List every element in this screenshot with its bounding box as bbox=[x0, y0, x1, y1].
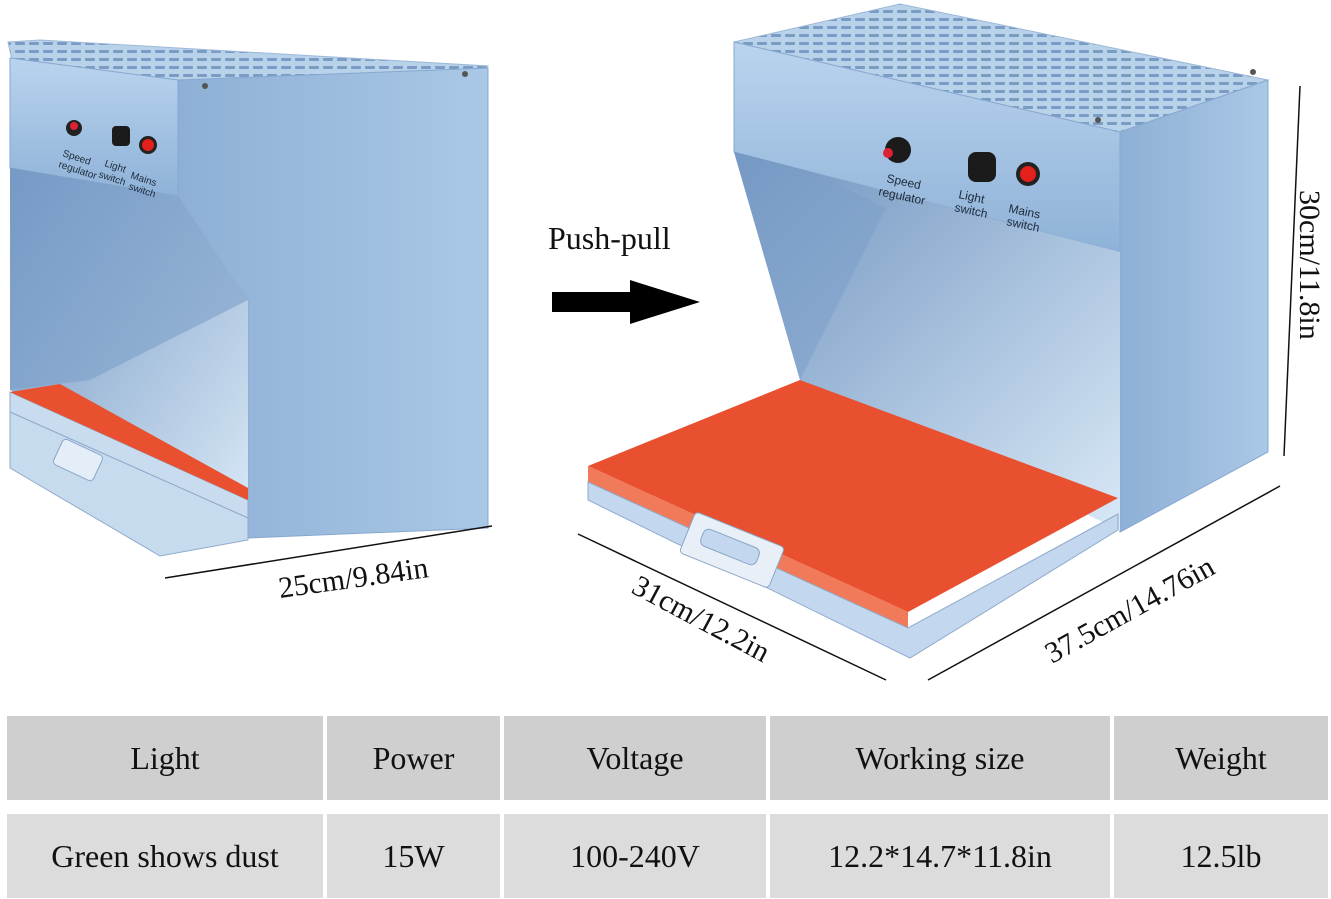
header-power: Power bbox=[327, 716, 500, 800]
value-weight: 12.5lb bbox=[1114, 814, 1328, 898]
right-label-mains: Mains bbox=[1007, 201, 1041, 221]
right-side-panel bbox=[1119, 79, 1269, 533]
push-pull-label: Push-pull bbox=[548, 220, 671, 256]
value-working-size: 12.2*14.7*11.8in bbox=[770, 814, 1110, 898]
right-light-switch bbox=[968, 152, 996, 182]
header-weight: Weight bbox=[1114, 716, 1328, 800]
value-voltage: 100-240V bbox=[504, 814, 766, 898]
left-red-mat bbox=[10, 384, 248, 500]
header-light: Light bbox=[7, 716, 323, 800]
right-label-light-switch: switch bbox=[953, 200, 989, 221]
header-working-size: Working size bbox=[770, 716, 1110, 800]
right-depth-label: 31cm/12.2in bbox=[627, 569, 776, 669]
spec-header-row: Light Power Voltage Working size Weight bbox=[0, 716, 1331, 800]
left-width-dimension-line bbox=[164, 525, 493, 579]
right-width-dimension-line bbox=[927, 485, 1281, 681]
right-height-label: 30cm/11.8in bbox=[1293, 190, 1326, 340]
right-unit: Speed regulator Light switch Mains switc… bbox=[587, 3, 1270, 659]
left-width-label: 25cm/9.84in bbox=[276, 551, 430, 605]
right-label-mains-switch: switch bbox=[1005, 214, 1041, 235]
value-light: Green shows dust bbox=[7, 814, 323, 898]
product-illustration: Speed regulator Light switch Mains switc… bbox=[7, 3, 1326, 681]
right-label-light: Light bbox=[957, 187, 986, 206]
header-voltage: Voltage bbox=[504, 716, 766, 800]
spec-table: Light Power Voltage Working size Weight … bbox=[0, 716, 1331, 899]
spec-value-row: Green shows dust 15W 100-240V 12.2*14.7*… bbox=[0, 814, 1331, 898]
right-depth-dimension-line bbox=[577, 533, 887, 681]
left-unit: Speed regulator Light switch Mains switc… bbox=[7, 39, 490, 557]
right-red-mat bbox=[588, 380, 1118, 612]
right-height-dimension-line bbox=[1283, 85, 1301, 457]
product-drawing: Speed regulator Light switch Mains switc… bbox=[7, 3, 1326, 681]
right-drawer-front bbox=[587, 481, 1119, 659]
push-arrow-icon bbox=[552, 280, 700, 324]
left-drawer-handle bbox=[52, 438, 104, 482]
left-light-switch bbox=[112, 126, 130, 146]
value-power: 15W bbox=[327, 814, 500, 898]
